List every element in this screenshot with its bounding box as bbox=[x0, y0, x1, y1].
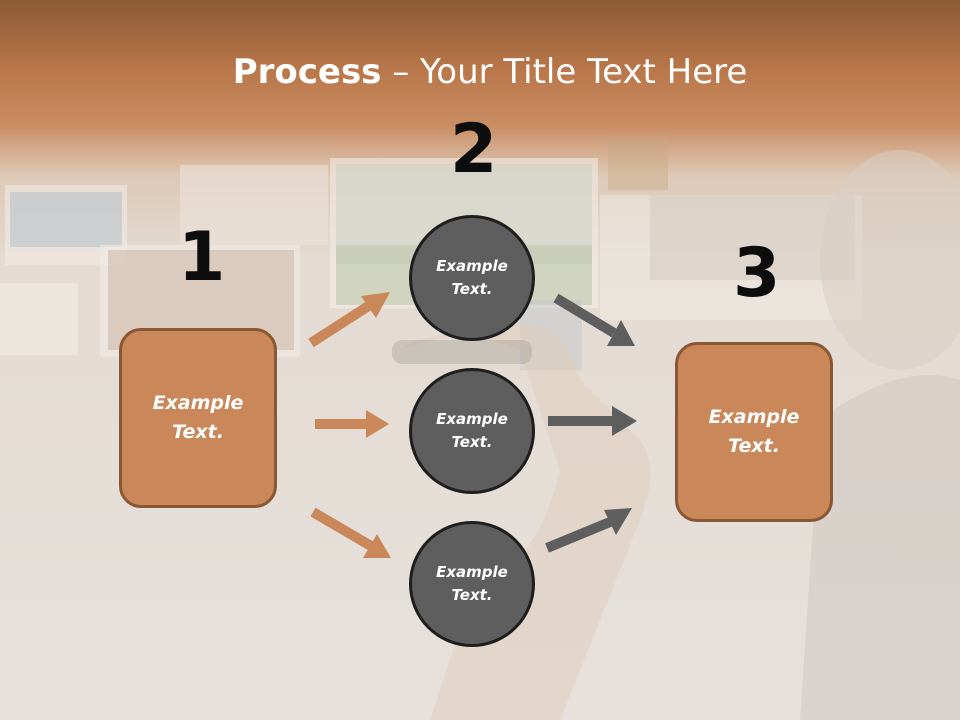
photo-frame bbox=[180, 165, 328, 245]
circle-text: Example Text. bbox=[436, 410, 508, 451]
arrow-top-to-right bbox=[553, 293, 617, 338]
arrow-left-to-bottom bbox=[310, 507, 374, 551]
step-1-number: 1 bbox=[178, 218, 226, 297]
photo-frame bbox=[10, 192, 122, 247]
arrowhead-orange bbox=[363, 534, 391, 558]
photo-frame bbox=[608, 135, 668, 190]
title-bold: Process bbox=[232, 52, 382, 92]
center-circle-top: Example Text. bbox=[409, 215, 535, 341]
circle-text: Example Text. bbox=[436, 563, 508, 604]
arrowhead-gray bbox=[607, 320, 635, 346]
step-3-number: 3 bbox=[733, 234, 781, 313]
step-2-number: 2 bbox=[450, 110, 498, 189]
center-circle-middle: Example Text. bbox=[409, 368, 535, 494]
phone-silhouette bbox=[392, 340, 532, 364]
left-process-box: Example Text. bbox=[119, 328, 277, 508]
arrowhead-orange bbox=[361, 292, 390, 318]
person-silhouette bbox=[800, 375, 960, 720]
left-box-text: Example Text. bbox=[152, 392, 244, 443]
circle-text: Example Text. bbox=[436, 257, 508, 298]
slide-title: Process – Your Title Text Here bbox=[0, 52, 960, 92]
person-silhouette bbox=[820, 150, 960, 370]
arrowhead-gray bbox=[604, 508, 632, 535]
arrowhead-gray bbox=[612, 406, 637, 436]
photo-frame bbox=[0, 283, 78, 355]
arrow-bottom-to-right bbox=[545, 517, 612, 553]
right-box-text: Example Text. bbox=[708, 406, 800, 457]
right-process-box: Example Text. bbox=[675, 342, 833, 522]
arrow-left-to-top bbox=[308, 300, 373, 348]
arrowhead-orange bbox=[366, 410, 389, 438]
title-rest: – Your Title Text Here bbox=[381, 52, 748, 92]
center-circle-bottom: Example Text. bbox=[409, 521, 535, 647]
